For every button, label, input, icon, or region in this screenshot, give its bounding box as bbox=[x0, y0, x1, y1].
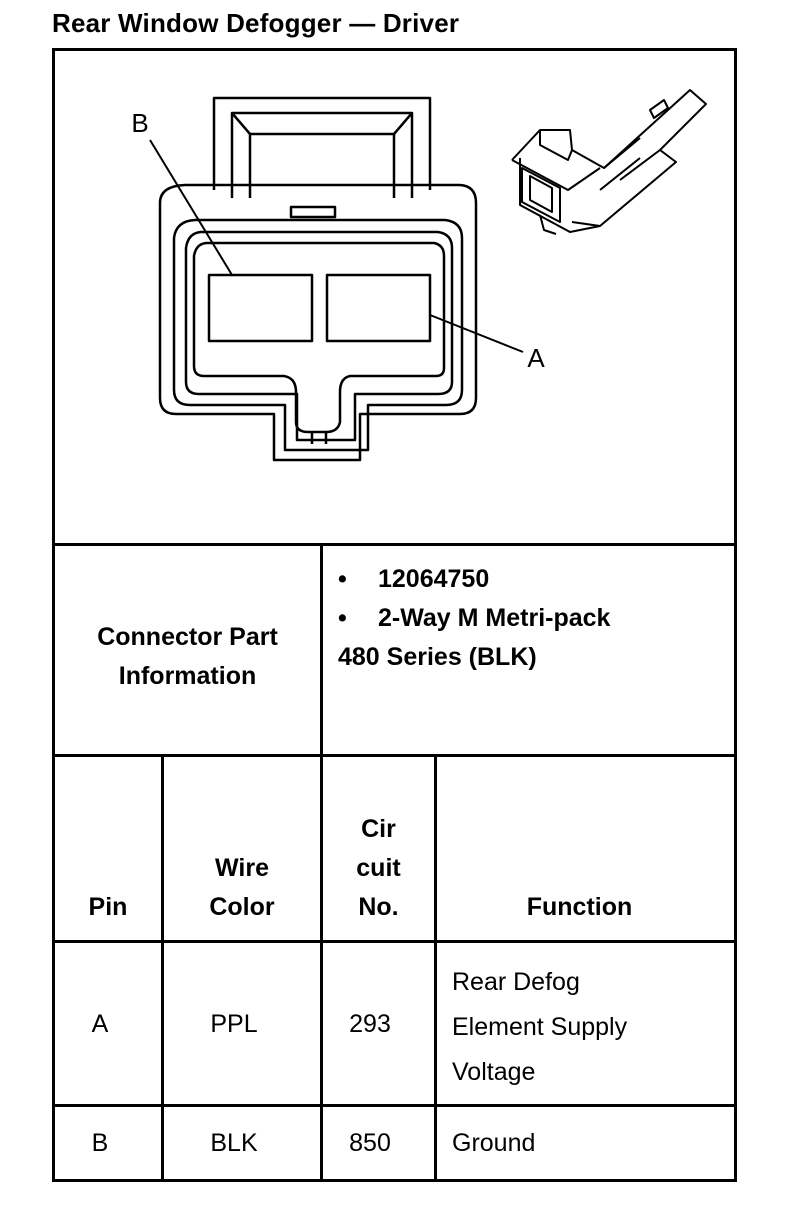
row-a-function-line3: Voltage bbox=[452, 1058, 536, 1086]
connector-diagram: B A bbox=[131, 89, 707, 462]
connector-type-line2: 480 Series (BLK) bbox=[338, 643, 537, 671]
connector-type-line1: 2-Way M Metri-pack bbox=[378, 604, 611, 632]
part-number: 12064750 bbox=[378, 565, 490, 593]
connector-info-values: • 12064750 • 2-Way M Metri-pack 480 Series… bbox=[338, 560, 610, 677]
row-b-circuit: 850 bbox=[349, 1129, 391, 1157]
divider-connector-info-col bbox=[320, 543, 323, 755]
header-function: Function bbox=[526, 893, 633, 921]
terminal-cavity-a bbox=[325, 273, 432, 343]
connector-cavity bbox=[192, 241, 446, 434]
connector-body-outline bbox=[158, 183, 478, 462]
bullet-icon: • bbox=[338, 565, 347, 593]
divider-header-bottom bbox=[52, 940, 737, 943]
row-b-pin: B bbox=[91, 1129, 109, 1157]
divider-col-wire bbox=[320, 754, 323, 1182]
row-b-function: Ground bbox=[452, 1129, 536, 1157]
connector-info-label-line2: Information bbox=[118, 662, 257, 690]
leader-line-b bbox=[149, 139, 233, 276]
header-circuit-no: Cir cuit No. bbox=[323, 810, 434, 927]
row-a-wire-color: PPL bbox=[210, 1010, 258, 1038]
pin-a-label: A bbox=[527, 343, 545, 373]
latch-bevel bbox=[231, 112, 413, 136]
header-circuit-line2: cuit bbox=[356, 854, 401, 882]
header-wire-color: Wire Color bbox=[164, 849, 320, 927]
divider-table-header-top bbox=[52, 754, 737, 757]
row-a-circuit: 293 bbox=[349, 1010, 391, 1038]
leader-line-a bbox=[429, 314, 524, 353]
header-wire-color-line1: Wire bbox=[215, 854, 269, 882]
header-circuit-line3: No. bbox=[358, 893, 399, 921]
latch-tab bbox=[289, 205, 337, 219]
row-a-function-line1: Rear Defog bbox=[452, 968, 580, 996]
connector-isometric-sketch bbox=[511, 89, 707, 235]
divider-row-a-bottom bbox=[52, 1104, 737, 1107]
header-wire-color-line2: Color bbox=[209, 893, 275, 921]
connector-wall-mid bbox=[184, 230, 454, 442]
connector-document-frame bbox=[52, 48, 737, 1182]
connector-wall-outer bbox=[172, 218, 464, 452]
header-pin: Pin bbox=[88, 893, 128, 921]
header-circuit-line1: Cir bbox=[361, 815, 396, 843]
connector-info-label: Connector Part Information bbox=[55, 618, 320, 696]
divider-col-circuit bbox=[434, 754, 437, 1182]
row-a-function: Rear Defog Element Supply Voltage bbox=[452, 960, 627, 1095]
terminal-cavity-b bbox=[207, 273, 314, 343]
row-b-wire-color: BLK bbox=[210, 1129, 258, 1157]
page-title: Rear Window Defogger — Driver bbox=[52, 8, 460, 38]
connector-info-label-line1: Connector Part bbox=[97, 623, 278, 651]
divider-connector-info-top bbox=[52, 543, 737, 546]
bullet-icon: • bbox=[338, 604, 347, 632]
latch-housing-outline bbox=[212, 96, 432, 190]
latch-housing-inner bbox=[230, 111, 414, 198]
row-a-pin: A bbox=[91, 1010, 109, 1038]
row-a-function-line2: Element Supply bbox=[452, 1013, 628, 1041]
pin-b-label: B bbox=[131, 108, 148, 138]
divider-col-pin bbox=[161, 754, 164, 1182]
